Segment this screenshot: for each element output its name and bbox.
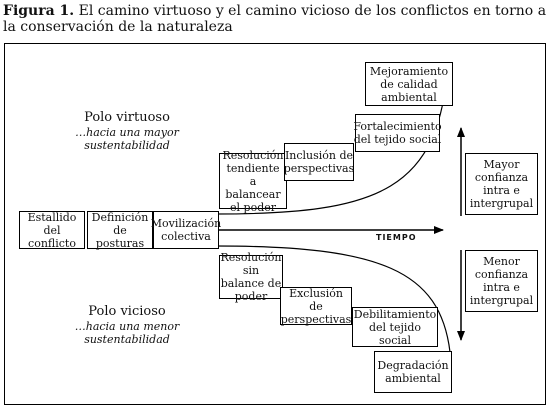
virtuous-curve bbox=[215, 61, 449, 215]
box-less-trust: Menor confianza intra e intergrupal bbox=[465, 250, 538, 312]
box-environmental-degradation: Degradación ambiental bbox=[374, 351, 452, 393]
virtuous-pole-subtitle: …hacia una mayor sustentabilidad bbox=[75, 126, 179, 152]
box-collective-mobilization: Movilización colectiva bbox=[151, 211, 221, 249]
box-balanced-resolution: Resolución tendiente a balancear el pode… bbox=[219, 149, 287, 214]
diagram-frame bbox=[4, 43, 546, 405]
vicious-curve bbox=[215, 245, 451, 353]
vicious-pole-title: Polo vicioso bbox=[88, 304, 166, 319]
box-environmental-improvement: Mejoramiento de calidad ambiental bbox=[365, 62, 453, 106]
virtuous-pole: Polo virtuoso …hacia una mayor sustentab… bbox=[42, 110, 212, 152]
box-unbalanced-resolution: Resolución sin balance de poder bbox=[219, 251, 283, 303]
box-more-trust: Mayor confianza intra e intergrupal bbox=[465, 153, 538, 215]
vicious-pole-subtitle: …hacia una menor sustentabilidad bbox=[74, 320, 180, 346]
box-social-strengthening: Fortalecimiento del tejido social bbox=[353, 114, 442, 152]
box-perspective-inclusion: Inclusión de perspectivas bbox=[284, 143, 354, 181]
time-label: TIEMPO bbox=[376, 233, 417, 242]
virtuous-pole-title: Polo virtuoso bbox=[84, 110, 170, 125]
box-social-weakening: Debilitamiento del tejido social bbox=[352, 307, 438, 347]
box-conflict-outbreak: Estallido del conflicto bbox=[19, 211, 85, 250]
figure-title: El camino virtuoso y el camino vicioso d… bbox=[3, 3, 547, 35]
box-position-definition: Definición de posturas bbox=[87, 211, 153, 250]
box-perspective-exclusion: Exclusión de perspectivas bbox=[280, 286, 352, 326]
figure-number: Figura 1. bbox=[3, 3, 75, 19]
vicious-pole: Polo vicioso …hacia una menor sustentabi… bbox=[42, 304, 212, 346]
figure-caption: Figura 1. El camino virtuoso y el camino… bbox=[3, 3, 548, 35]
